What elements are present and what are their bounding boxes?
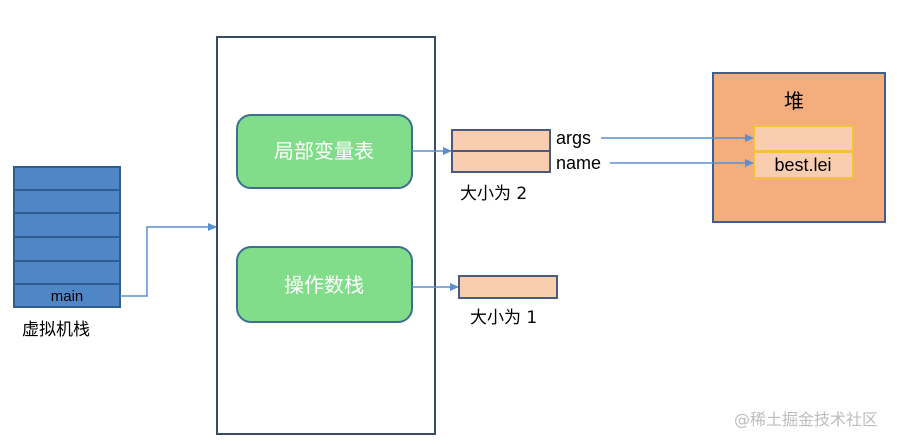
heap-object-name bbox=[753, 151, 854, 179]
local-variable-table-label: 局部变量表 bbox=[274, 139, 374, 163]
operand-slot bbox=[458, 275, 558, 299]
local-variable-table: 局部变量表 bbox=[236, 114, 413, 189]
stack-frame-box bbox=[216, 36, 436, 435]
vm-stack: main 虚拟机栈 bbox=[13, 166, 121, 340]
slot-args bbox=[451, 129, 551, 152]
stack-frame-slot bbox=[13, 166, 121, 191]
operand-stack: 操作数栈 bbox=[236, 246, 413, 323]
slot-name bbox=[451, 150, 551, 173]
operand-stack-slots: 大小为 1 bbox=[458, 275, 558, 328]
vm-stack-label: 虚拟机栈 bbox=[22, 320, 90, 340]
operand-stack-label: 操作数栈 bbox=[284, 273, 364, 297]
slot-args-label: args bbox=[556, 128, 591, 148]
stack-frame-slot bbox=[13, 189, 121, 214]
main-frame-label: main bbox=[51, 288, 84, 305]
stack-frame-slot bbox=[13, 212, 121, 238]
main-to-frame-arrow bbox=[120, 223, 217, 297]
heap-title: 堆 bbox=[784, 89, 804, 113]
stack-frame-slot bbox=[13, 236, 121, 262]
local-variable-slots: args name 大小为 2 bbox=[451, 128, 601, 204]
operand-stack-box bbox=[236, 246, 413, 323]
heap: 堆 best.lei bbox=[712, 72, 886, 223]
stack-frame-slot bbox=[13, 260, 121, 285]
slot-name-label: name bbox=[556, 153, 601, 173]
heap-object-args bbox=[753, 125, 854, 152]
local-table-size-label: 大小为 2 bbox=[460, 184, 527, 204]
heap-object-name-value: best.lei bbox=[774, 155, 831, 175]
operand-stack-size-label: 大小为 1 bbox=[470, 308, 537, 328]
watermark: @稀土掘金技术社区 bbox=[734, 410, 878, 429]
